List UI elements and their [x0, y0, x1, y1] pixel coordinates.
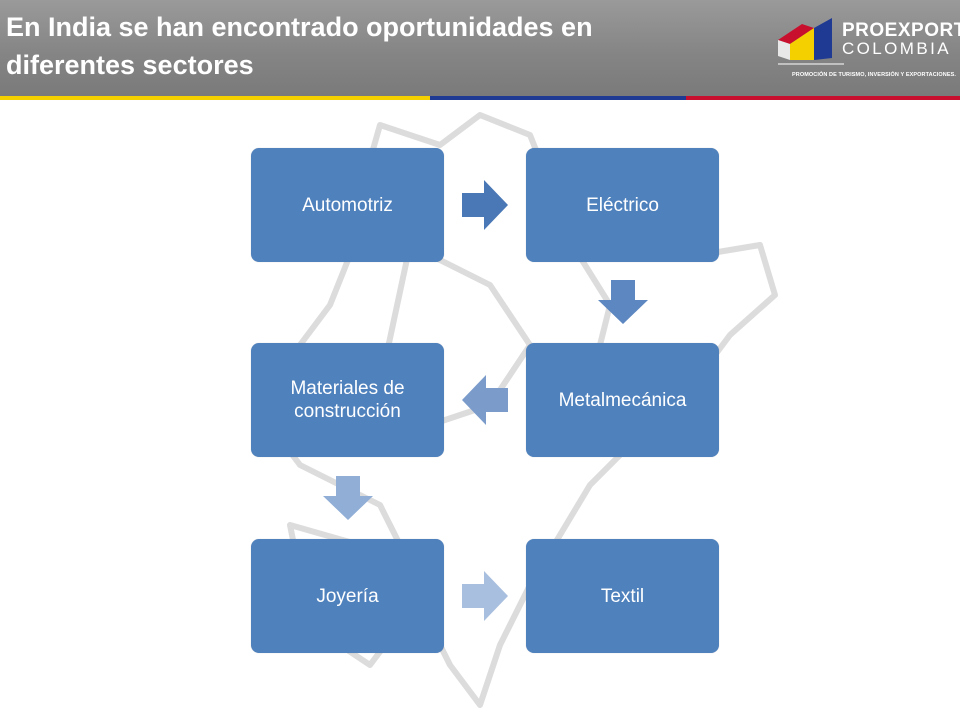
flag-stripe-blue — [430, 96, 686, 100]
flag-stripe — [0, 96, 960, 100]
flow-step-label: Materiales de construcción — [290, 378, 405, 422]
house-logo-icon — [778, 18, 844, 65]
flag-stripe-yellow — [0, 96, 430, 100]
slide-title: En India se han encontrado oportunidades… — [6, 12, 593, 80]
flow-step-label: Eléctrico — [586, 194, 659, 216]
proexport-logo: PROEXPORT COLOMBIA PROMOCIÓN DE TURISMO,… — [774, 14, 960, 84]
arrow-left-icon — [462, 375, 508, 425]
flow-step-joyeria: Joyería — [251, 539, 444, 653]
arrow-down-icon — [323, 476, 373, 520]
flag-stripe-red — [686, 96, 960, 100]
flow-step-textil: Textil — [526, 539, 719, 653]
logo-name-line2: COLOMBIA — [842, 39, 951, 58]
arrow-right-icon — [462, 571, 508, 621]
flow-step-electrico: Eléctrico — [526, 148, 719, 262]
slide-header: En India se han encontrado oportunidades… — [0, 0, 960, 96]
arrow-down-icon — [598, 280, 648, 324]
flow-step-label: Automotriz — [302, 194, 393, 216]
flow-step-label: Metalmecánica — [558, 389, 687, 411]
arrow-right-icon — [462, 180, 508, 230]
flow-step-label: Textil — [600, 585, 645, 607]
logo-tagline: PROMOCIÓN DE TURISMO, INVERSIÓN Y EXPORT… — [792, 72, 957, 78]
flow-step-automotriz: Automotriz — [251, 148, 444, 262]
flow-step-label: Joyería — [316, 585, 379, 607]
flow-step-metalmecanica: Metalmecánica — [526, 343, 719, 457]
logo-name-line1: PROEXPORT — [842, 20, 960, 41]
flow-step-materiales: Materiales de construcción — [251, 343, 444, 457]
